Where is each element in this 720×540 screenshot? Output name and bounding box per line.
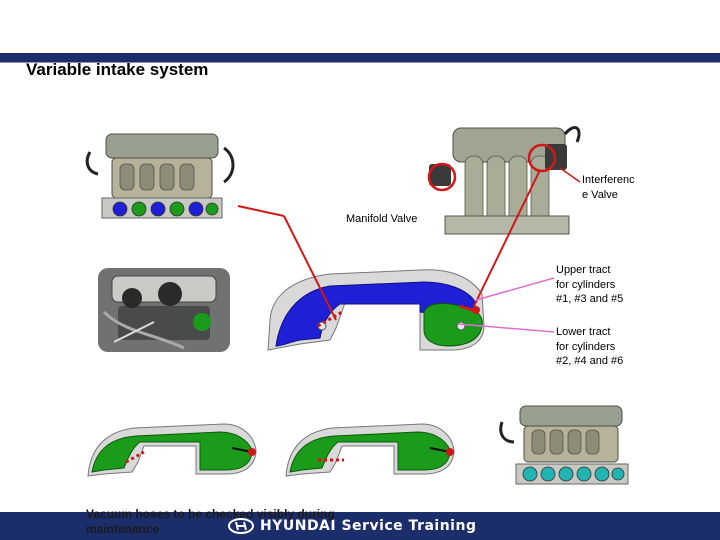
pointer-lower-tract [458, 324, 554, 332]
pointer-manifold-valve [284, 216, 336, 320]
upper-tract-label-line-3: #1, #3 and #5 [556, 292, 623, 307]
interference-valve-label: Interferenc e Valve [582, 173, 635, 202]
pointer-upper-tract [476, 278, 554, 300]
lower-tract-label-line-2: for cylinders [556, 340, 623, 355]
pointer-interference-valve-label [560, 168, 580, 182]
upper-tract-label-line-1: Upper tract [556, 263, 623, 278]
interference-valve-label-line-1: Interferenc [582, 173, 635, 188]
lower-tract-label: Lower tract for cylinders #2, #4 and #6 [556, 325, 623, 369]
pointer-interference-valve [474, 170, 540, 306]
footer-note: Vacuum hoses to be checked visibly durin… [86, 507, 386, 537]
pointer-photo-to-section [238, 206, 284, 216]
upper-tract-label-line-2: for cylinders [556, 278, 623, 293]
interference-valve-label-line-2: e Valve [582, 188, 635, 203]
lower-tract-label-line-1: Lower tract [556, 325, 623, 340]
lower-tract-label-line-3: #2, #4 and #6 [556, 354, 623, 369]
manifold-valve-label: Manifold Valve [346, 212, 417, 227]
upper-tract-label: Upper tract for cylinders #1, #3 and #5 [556, 263, 623, 307]
